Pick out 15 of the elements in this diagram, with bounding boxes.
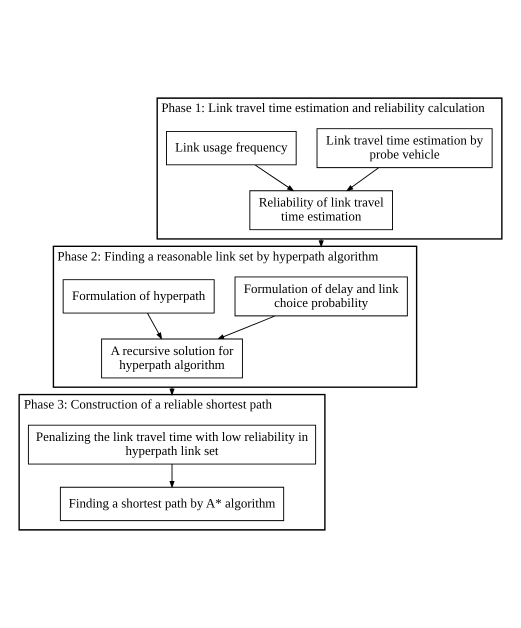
node-box: Formulation of delay and link choice probability [234, 276, 408, 316]
arrow [169, 464, 175, 488]
arrow [169, 386, 175, 396]
node-box: Formulation of hyperpath [62, 279, 215, 314]
node-box: A recursive solution for hyperpath algorithm [101, 338, 243, 378]
node-box: Finding a shortest path by A* algorithm [60, 486, 284, 522]
node-box: Reliability of link travel time estimation [249, 190, 393, 230]
node-box: Penalizing the link travel time with low reliability in hyperpath link set [28, 424, 316, 465]
arrow [318, 238, 324, 248]
arrow [254, 164, 294, 192]
arrow [346, 167, 380, 192]
arrow [146, 312, 162, 340]
node-box: Link travel time estimation by probe vehicle [316, 128, 493, 168]
arrow [216, 315, 276, 340]
node-box: Link usage frequency [166, 131, 297, 166]
